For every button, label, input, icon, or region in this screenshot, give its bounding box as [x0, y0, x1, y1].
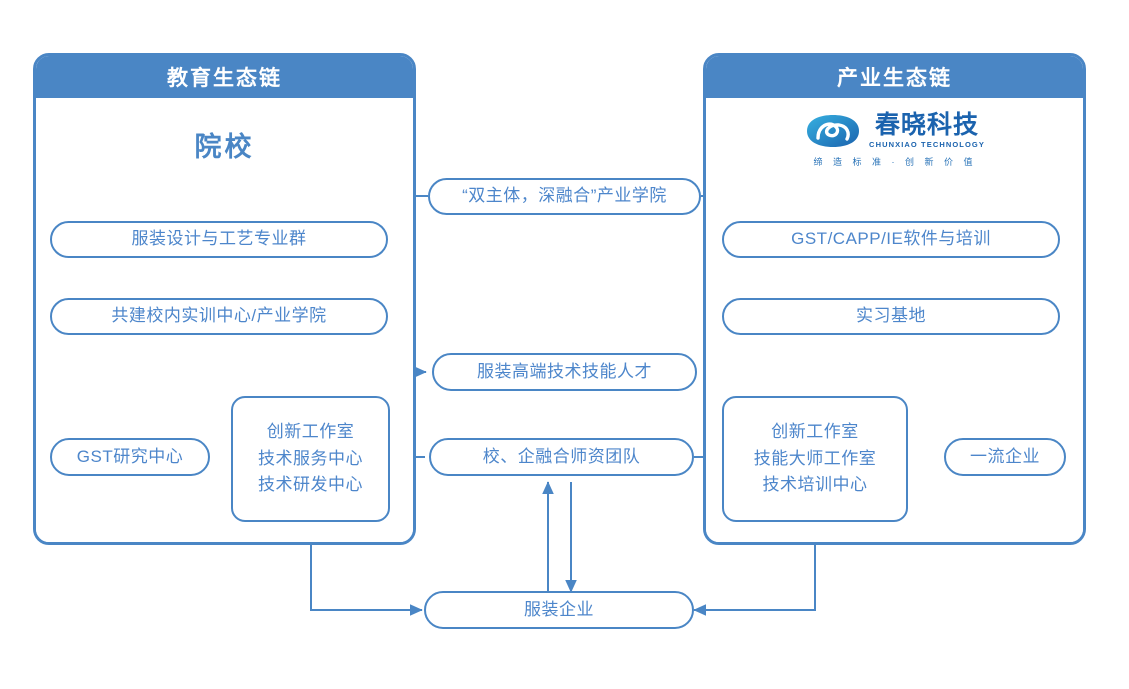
- node-talent-line-0: 服装高端技术技能人才: [477, 361, 652, 381]
- node-left-studio[interactable]: 创新工作室 技术服务中心 技术研发中心: [231, 396, 390, 522]
- node-left-major-group[interactable]: 服装设计与工艺专业群: [50, 221, 388, 258]
- node-left-major-group-line-0: 服装设计与工艺专业群: [131, 229, 307, 249]
- node-talent[interactable]: 服装高端技术技能人才: [432, 353, 697, 391]
- node-industry-college-line-0: “双主体，深融合”产业学院: [462, 186, 667, 206]
- node-gst-research-center[interactable]: GST研究中心: [50, 438, 210, 476]
- node-left-studio-line-2: 技术研发中心: [258, 475, 363, 495]
- node-right-internship-line-0: 实习基地: [856, 306, 926, 326]
- logo-text: 春晓科技 CHUNXIAO TECHNOLOGY: [869, 113, 985, 149]
- node-right-software[interactable]: GST/CAPP/IE软件与培训: [722, 221, 1060, 258]
- node-right-software-line-0: GST/CAPP/IE软件与培训: [791, 229, 991, 249]
- node-right-studio[interactable]: 创新工作室 技能大师工作室 技术培训中心: [722, 396, 908, 522]
- node-apparel-enterprise-line-0: 服装企业: [524, 599, 594, 619]
- node-right-studio-line-1: 技能大师工作室: [753, 448, 877, 468]
- node-top-enterprise-line-0: 一流企业: [970, 446, 1040, 466]
- panel-industry-chain-header: 产业生态链: [706, 56, 1083, 98]
- node-gst-research-center-line-0: GST研究中心: [76, 446, 184, 466]
- node-left-training-center-line-0: 共建校内实训中心/产业学院: [111, 306, 327, 326]
- chunxiao-eye-swirl-icon: [805, 113, 861, 149]
- node-left-training-center[interactable]: 共建校内实训中心/产业学院: [50, 298, 388, 335]
- logo-tagline: 缔 造 标 准 · 创 新 价 值: [813, 157, 977, 167]
- node-apparel-enterprise[interactable]: 服装企业: [424, 591, 694, 629]
- node-right-internship[interactable]: 实习基地: [722, 298, 1060, 335]
- logo-row: 春晓科技 CHUNXIAO TECHNOLOGY: [805, 113, 985, 149]
- logo-english-name: CHUNXIAO TECHNOLOGY: [869, 140, 985, 150]
- node-faculty-team[interactable]: 校、企融合师资团队: [429, 438, 694, 476]
- node-top-enterprise[interactable]: 一流企业: [944, 438, 1066, 476]
- panel-education-chain-header: 教育生态链: [36, 56, 413, 98]
- chunxiao-logo: 春晓科技 CHUNXIAO TECHNOLOGY 缔 造 标 准 · 创 新 价…: [795, 113, 995, 168]
- node-left-studio-line-1: 技术服务中心: [258, 448, 363, 468]
- logo-chinese-name: 春晓科技: [874, 111, 979, 140]
- node-left-studio-line-0: 创新工作室: [266, 422, 355, 442]
- node-industry-college[interactable]: “双主体，深融合”产业学院: [428, 178, 701, 215]
- node-right-studio-line-0: 创新工作室: [771, 422, 859, 442]
- node-right-studio-line-2: 技术培训中心: [762, 475, 868, 495]
- node-faculty-team-line-0: 校、企融合师资团队: [482, 446, 641, 466]
- left-panel-headline: 院校: [194, 132, 255, 162]
